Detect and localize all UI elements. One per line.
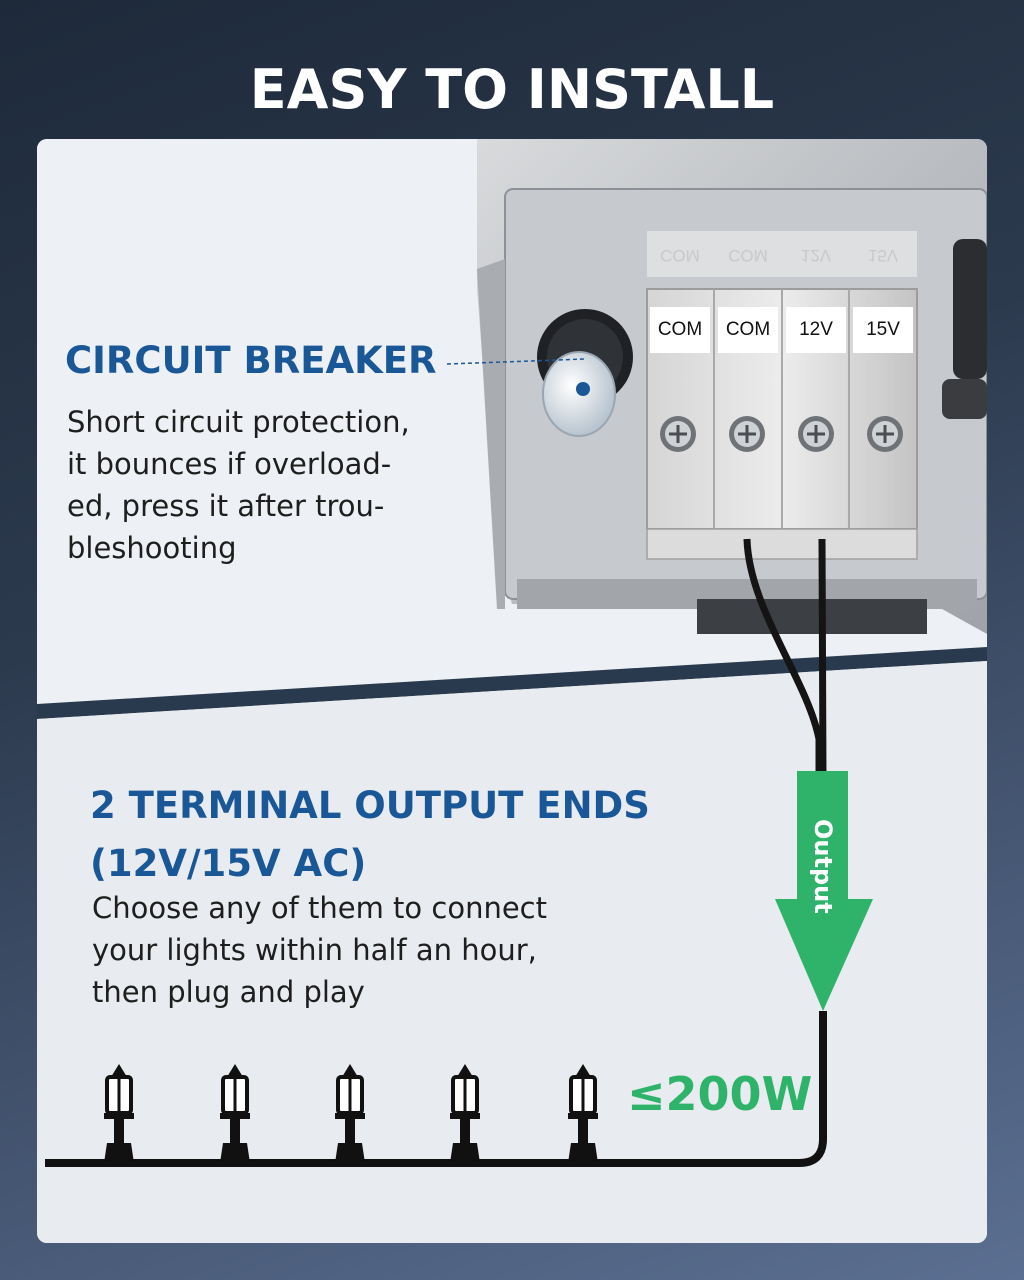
wire-output bbox=[818, 538, 827, 780]
ghost-terminal-label: 15V bbox=[867, 246, 899, 265]
lamp-icon bbox=[220, 1064, 250, 1163]
circuit-breaker-icon bbox=[537, 309, 633, 437]
terminal-label-com-2: COM bbox=[725, 319, 771, 340]
lamp-icon bbox=[450, 1064, 480, 1163]
wire-com bbox=[743, 538, 823, 779]
breaker-heading: CIRCUIT BREAKER bbox=[65, 339, 437, 382]
lamp-icon bbox=[568, 1064, 598, 1163]
terminal-label-15v: 15V bbox=[866, 319, 900, 340]
terminal-block bbox=[646, 288, 918, 560]
ghost-terminal-label: 12V bbox=[800, 246, 832, 265]
breaker-callout-line bbox=[446, 358, 586, 365]
power-rating: ≤200W bbox=[627, 1067, 813, 1121]
screw-icon bbox=[729, 416, 765, 452]
output-arrow-icon bbox=[775, 771, 873, 1011]
ground-cable bbox=[45, 1011, 827, 1167]
output-description: Choose any of them to connect your light… bbox=[92, 891, 547, 1009]
ghost-terminal-label: COM bbox=[728, 246, 768, 265]
output-arrow-label: Output bbox=[809, 819, 837, 914]
terminal-label-com-1: COM bbox=[657, 319, 703, 340]
screw-icon bbox=[867, 416, 903, 452]
page-title: EASY TO INSTALL bbox=[249, 58, 775, 121]
screw-icon bbox=[660, 416, 696, 452]
ghost-terminal-label: COM bbox=[660, 246, 700, 265]
screw-icon bbox=[798, 416, 834, 452]
divider-band bbox=[37, 647, 987, 719]
output-heading: 2 TERMINAL OUTPUT ENDS (12V/15V AC) bbox=[90, 784, 650, 885]
terminal-label-12v: 12V bbox=[799, 319, 833, 340]
lamp-icon bbox=[104, 1064, 134, 1163]
lamp-icon bbox=[335, 1064, 365, 1163]
content-card: COM COM 12V 15V COM COM 12V 15V CIRCUIT … bbox=[37, 139, 987, 1243]
product-illustration bbox=[37, 139, 987, 1243]
breaker-description: Short circuit protection, it bounces if … bbox=[67, 405, 410, 565]
